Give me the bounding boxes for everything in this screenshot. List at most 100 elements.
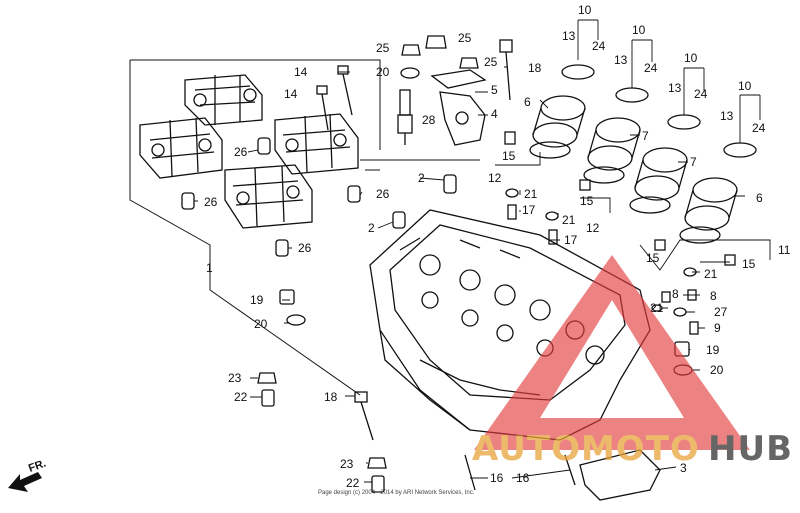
label-19b: 19 xyxy=(706,343,720,357)
bolt-17b xyxy=(548,229,558,245)
front-direction-label: FR. xyxy=(27,457,48,474)
label-14a: 14 xyxy=(294,65,308,79)
label-19a: 19 xyxy=(250,293,264,307)
label-16a: 16 xyxy=(490,471,504,485)
label-25c: 25 xyxy=(484,55,498,69)
label-15b: 15 xyxy=(580,194,594,208)
watermark: AUTOMOTO HUB xyxy=(472,255,793,469)
label-13b: 13 xyxy=(614,53,628,67)
label-7b: 7 xyxy=(690,155,697,169)
label-25a: 25 xyxy=(376,41,390,55)
washer-20b xyxy=(286,314,306,326)
label-6a: 6 xyxy=(524,95,531,109)
label-25b: 25 xyxy=(458,31,472,45)
label-23a: 23 xyxy=(228,371,242,385)
stud-bolt-18b xyxy=(354,391,374,441)
label-26b: 26 xyxy=(204,195,218,209)
bolt-15c xyxy=(654,239,666,251)
label-15d: 15 xyxy=(742,257,756,271)
cylinder-head xyxy=(369,209,651,441)
rocker-arm-assembly-left xyxy=(139,117,223,179)
label-28: 28 xyxy=(422,113,436,127)
oring-27 xyxy=(673,307,687,317)
watermark-text-secondary: HUB xyxy=(708,429,793,469)
label-14b: 14 xyxy=(284,87,298,101)
label-10b: 10 xyxy=(632,23,646,37)
bolt-14b xyxy=(316,85,329,131)
clamp-10c xyxy=(667,114,701,130)
bolt-15d xyxy=(724,254,736,266)
label-18a: 18 xyxy=(528,61,542,75)
label-5: 5 xyxy=(491,83,498,97)
stud-bolt-18a xyxy=(499,39,513,101)
dowel-pin-26c xyxy=(347,185,361,203)
label-20a: 20 xyxy=(376,65,390,79)
label-7a: 7 xyxy=(642,129,649,143)
bolt-15b xyxy=(579,179,591,191)
label-15c: 15 xyxy=(646,251,660,265)
label-10a: 10 xyxy=(578,3,592,17)
label-22a: 22 xyxy=(234,390,248,404)
copyright-notice: Page design (c) 2004 - 2014 by ARI Netwo… xyxy=(318,490,475,496)
label-24b: 24 xyxy=(644,61,658,75)
label-3: 3 xyxy=(680,461,687,475)
dowel-pin-26b xyxy=(181,192,195,210)
washer-21a xyxy=(505,188,519,198)
rocker-arm-assembly-upper xyxy=(184,74,263,126)
label-13d: 13 xyxy=(720,109,734,123)
label-23b: 23 xyxy=(340,457,354,471)
label-16b: 16 xyxy=(516,471,530,485)
label-15a: 15 xyxy=(502,149,516,163)
label-18b: 18 xyxy=(324,390,338,404)
clamp-10b xyxy=(615,87,649,103)
leader-lines xyxy=(194,19,771,483)
label-2b: 2 xyxy=(368,221,375,235)
clamp-10a xyxy=(561,64,595,80)
label-27: 27 xyxy=(714,305,728,319)
label-12b: 12 xyxy=(586,221,600,235)
nut-23a xyxy=(257,372,277,384)
stud-16a xyxy=(464,454,476,491)
label-24d: 24 xyxy=(752,121,766,135)
label-26a: 26 xyxy=(234,145,248,159)
intake-joint-6a xyxy=(529,95,586,159)
label-17a: 17 xyxy=(522,203,536,217)
pin-2b xyxy=(392,211,406,229)
rocker-arm-assembly-lower xyxy=(224,164,313,229)
label-2a: 2 xyxy=(418,171,425,185)
collar-22a xyxy=(261,389,275,407)
label-21d: 21 xyxy=(650,301,664,315)
label-9: 9 xyxy=(714,321,721,335)
dowel-pin-26a xyxy=(257,137,271,155)
label-4: 4 xyxy=(491,107,498,121)
label-11: 11 xyxy=(778,243,791,257)
intake-joint-6b xyxy=(679,177,738,244)
label-8a: 8 xyxy=(672,287,679,301)
label-1: 1 xyxy=(206,261,213,275)
label-21c: 21 xyxy=(704,267,718,281)
label-13a: 13 xyxy=(562,29,576,43)
nut-25b xyxy=(425,35,447,49)
label-24a: 24 xyxy=(592,39,606,53)
washer-21b xyxy=(545,211,559,221)
label-20b: 20 xyxy=(254,317,268,331)
plug-19a xyxy=(279,289,295,305)
assembly-frame xyxy=(129,59,480,396)
clamp-10d xyxy=(723,142,757,158)
bolt-8a xyxy=(661,291,671,303)
dowel-pin-26d xyxy=(275,239,289,257)
bolt-14a xyxy=(337,65,353,116)
plate-5 xyxy=(430,69,487,89)
washer-20a xyxy=(400,67,420,79)
label-12a: 12 xyxy=(488,171,502,185)
label-21b: 21 xyxy=(562,213,576,227)
spark-plug xyxy=(397,89,413,145)
label-24c: 24 xyxy=(694,87,708,101)
label-10d: 10 xyxy=(738,79,752,93)
nut-23b xyxy=(367,457,387,469)
label-6b: 6 xyxy=(756,191,763,205)
nut-25a xyxy=(401,44,421,56)
bracket-4 xyxy=(439,91,486,146)
sleeve-9 xyxy=(689,321,699,335)
